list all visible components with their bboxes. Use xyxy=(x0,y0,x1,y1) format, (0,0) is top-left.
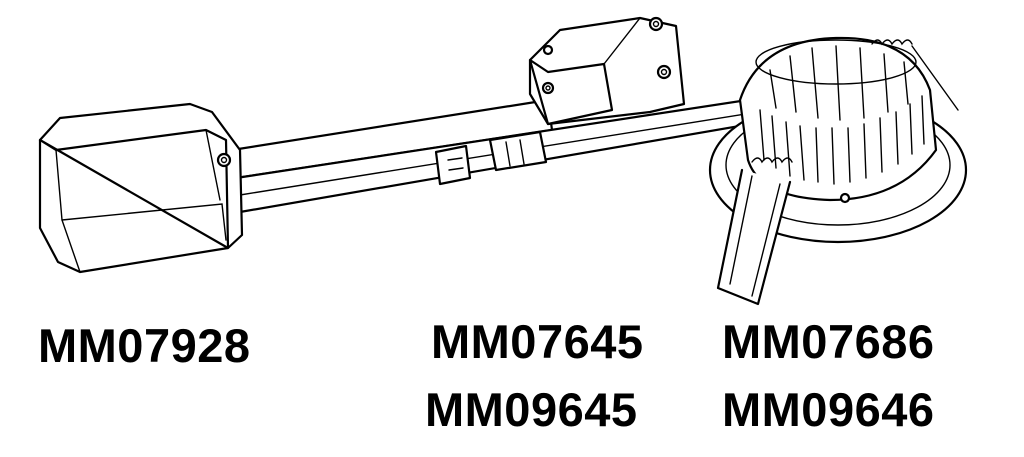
junction-box xyxy=(528,16,686,126)
label-downlight-code-a: MM07686 xyxy=(722,315,935,368)
heatsink-fins xyxy=(759,45,925,185)
label-connector-code-a: MM07645 xyxy=(431,315,644,368)
spring-clip-left xyxy=(716,157,793,306)
spring-clip-right xyxy=(871,39,959,111)
driver-box xyxy=(38,102,244,274)
label-connector-code-b: MM09645 xyxy=(425,383,638,436)
connector-plug xyxy=(434,130,548,186)
downlight xyxy=(708,36,968,306)
label-driver-code: MM07928 xyxy=(38,319,251,372)
label-downlight-code-b: MM09646 xyxy=(722,383,935,436)
